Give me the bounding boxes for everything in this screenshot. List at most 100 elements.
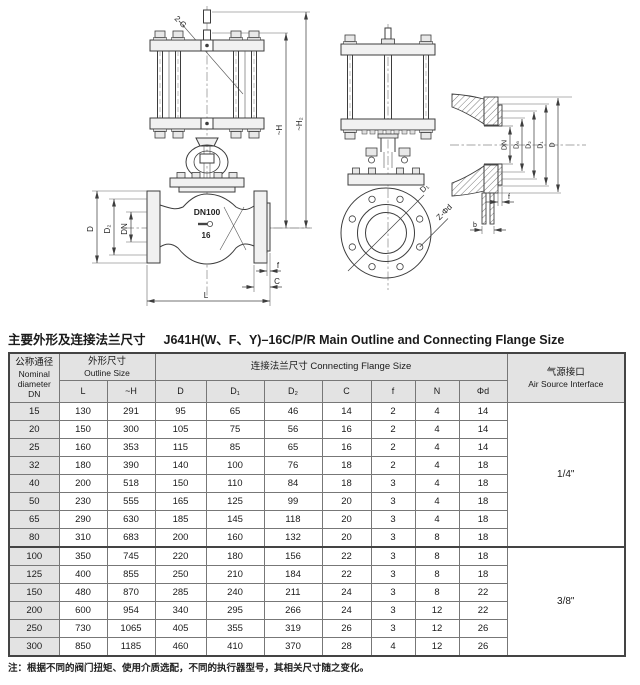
value-cell: 210 [205, 565, 265, 584]
value-cell: 400 [58, 565, 108, 584]
value-cell: 18 [458, 456, 508, 475]
value-cell: 22 [321, 565, 372, 584]
value-cell: 3 [370, 546, 416, 566]
header-connecting-flange: 连接法兰尺寸 Connecting Flange Size [154, 352, 508, 381]
value-cell: 160 [205, 528, 265, 548]
dn-cell: 25 [8, 438, 60, 457]
value-cell: 555 [106, 492, 156, 511]
col-header-Phid: Φd [458, 380, 508, 403]
value-cell: 18 [321, 474, 372, 493]
dim-label-zphid: Z-Φd [435, 203, 454, 222]
dn-cell: 100 [8, 546, 60, 566]
value-cell: 3 [370, 510, 416, 529]
value-cell: 99 [263, 492, 323, 511]
value-cell: 115 [154, 438, 207, 457]
value-cell: 4 [414, 456, 460, 475]
value-cell: 4 [414, 420, 460, 439]
value-cell: 954 [106, 601, 156, 620]
value-cell: 460 [154, 637, 207, 657]
value-cell: 140 [154, 456, 207, 475]
value-cell: 8 [414, 528, 460, 548]
value-cell: 100 [205, 456, 265, 475]
value-cell: 22 [321, 546, 372, 566]
col-header-D: D [154, 380, 207, 403]
value-cell: 150 [58, 420, 108, 439]
value-cell: 145 [205, 510, 265, 529]
section-label-f: f [508, 194, 510, 201]
value-cell: 3 [370, 474, 416, 493]
value-cell: 20 [321, 528, 372, 548]
value-cell: 184 [263, 565, 323, 584]
value-cell: 518 [106, 474, 156, 493]
value-cell: 110 [205, 474, 265, 493]
value-cell: 295 [205, 601, 265, 620]
value-cell: 84 [263, 474, 323, 493]
value-cell: 18 [458, 510, 508, 529]
value-cell: 22 [458, 601, 508, 620]
body-pn-marking: 16 [202, 231, 211, 240]
value-cell: 200 [154, 528, 207, 548]
value-cell: 370 [263, 637, 323, 657]
value-cell: 12 [414, 619, 460, 638]
value-cell: 165 [154, 492, 207, 511]
value-cell: 230 [58, 492, 108, 511]
value-cell: 18 [458, 565, 508, 584]
value-cell: 4 [414, 402, 460, 421]
value-cell: 180 [58, 456, 108, 475]
value-cell: 18 [458, 528, 508, 548]
dim-label-h: ~H [275, 125, 284, 136]
value-cell: 285 [154, 583, 207, 602]
value-cell: 85 [205, 438, 265, 457]
value-cell: 211 [263, 583, 323, 602]
value-cell: 2 [370, 438, 416, 457]
value-cell: 3 [370, 528, 416, 548]
value-cell: 20 [321, 492, 372, 511]
section-label-dn: DN [502, 140, 509, 150]
value-cell: 75 [205, 420, 265, 439]
value-cell: 630 [106, 510, 156, 529]
value-cell: 2 [370, 420, 416, 439]
value-cell: 4 [414, 510, 460, 529]
value-cell: 125 [205, 492, 265, 511]
value-cell: 870 [106, 583, 156, 602]
dn-cell: 300 [8, 637, 60, 657]
value-cell: 130 [58, 402, 108, 421]
col-header-L: L [58, 380, 108, 403]
dim-label-d: D [86, 226, 95, 232]
value-cell: 3 [370, 601, 416, 620]
value-cell: 355 [205, 619, 265, 638]
flange-size-table: 公称通径 Nominal diameter DN 外形尺寸 Outline Si… [8, 352, 626, 657]
value-cell: 745 [106, 546, 156, 566]
value-cell: 26 [458, 637, 508, 657]
dn-cell: 32 [8, 456, 60, 475]
front-view-drawing: ~H ~H₂ 2-G [86, 6, 312, 306]
section-label-d1: D₁ [538, 141, 545, 149]
value-cell: 18 [458, 474, 508, 493]
value-cell: 22 [458, 583, 508, 602]
dim-label-l: L [204, 291, 209, 300]
value-cell: 1065 [106, 619, 156, 638]
section-title-model: J641H(W、F、Y)–16C/P/R Main Outline and Co… [163, 333, 565, 347]
value-cell: 14 [321, 402, 372, 421]
value-cell: 1185 [106, 637, 156, 657]
dn-cell: 40 [8, 474, 60, 493]
value-cell: 405 [154, 619, 207, 638]
value-cell: 290 [58, 510, 108, 529]
value-cell: 3 [370, 619, 416, 638]
section-label-d6: D₆ [514, 141, 521, 149]
value-cell: 353 [106, 438, 156, 457]
dim-label-f: f [277, 261, 280, 270]
header-nominal-diameter: 公称通径 Nominal diameter DN [8, 352, 60, 403]
value-cell: 12 [414, 637, 460, 657]
col-header-f: f [370, 380, 416, 403]
col-header-D2: D₂ [263, 380, 323, 403]
value-cell: 730 [58, 619, 108, 638]
